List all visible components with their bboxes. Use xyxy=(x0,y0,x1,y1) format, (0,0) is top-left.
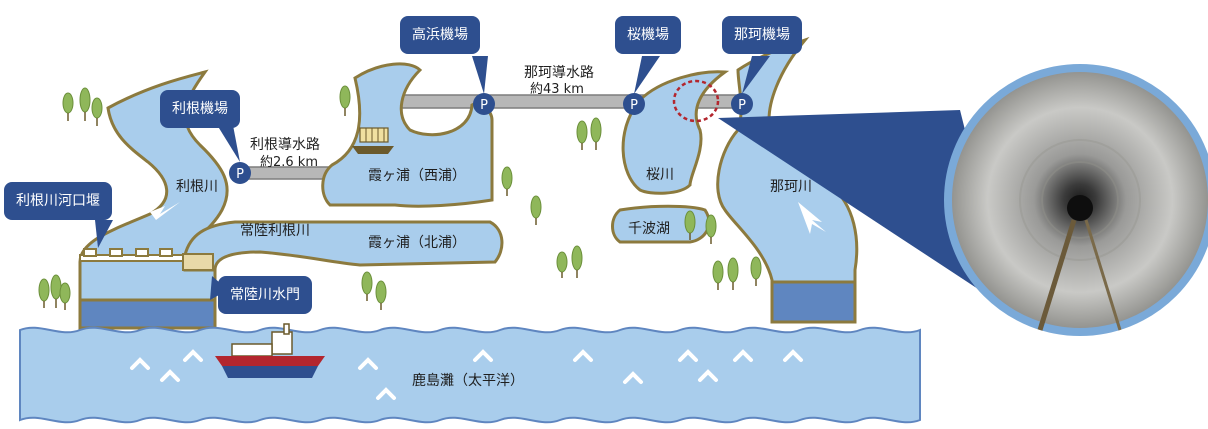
callout-takahama-pump: 高浜機場 xyxy=(400,16,480,54)
label-naka-canal: 那珂導水路 xyxy=(524,65,594,81)
tunnel-highlight-circle xyxy=(672,79,720,123)
label-sakura-river: 桜川 xyxy=(646,167,674,183)
ship-icon xyxy=(215,323,325,378)
callout-tails xyxy=(95,56,770,300)
label-hitachi-tone-river: 常陸利根川 xyxy=(240,223,310,239)
zoom-beam xyxy=(718,110,1010,310)
callout-sakura-pump: 桜機場 xyxy=(615,16,681,54)
label-tone-canal-length: 約2.6 km xyxy=(260,155,318,170)
label-kasumigaura-kitaura: 霞ヶ浦（北浦） xyxy=(368,235,466,251)
callout-hitachi-gate: 常陸川水門 xyxy=(218,276,312,314)
tone-estuary-weir xyxy=(79,248,214,271)
pump-label-naka: P xyxy=(738,98,746,113)
sailboat-icon xyxy=(352,127,394,154)
label-sea: 鹿島灘（太平洋） xyxy=(412,373,524,389)
pump-label-sakura: P xyxy=(630,98,638,113)
tunnel-photo xyxy=(944,64,1208,336)
label-tone-river: 利根川 xyxy=(176,179,218,195)
pump-station-icon xyxy=(229,93,753,184)
hitachi-tone-river xyxy=(183,220,504,272)
callout-naka-pump: 那珂機場 xyxy=(722,16,802,54)
label-naka-canal-length: 約43 km xyxy=(530,82,584,97)
pump-label-takahama: P xyxy=(480,98,488,113)
callout-tone-estuary-weir: 利根川河口堰 xyxy=(4,182,112,220)
tree-icon xyxy=(38,85,762,304)
label-naka-river: 那珂川 xyxy=(770,179,812,195)
callout-tone-pump: 利根機場 xyxy=(160,90,240,128)
label-tone-canal: 利根導水路 xyxy=(250,137,320,153)
tree-trunks xyxy=(43,108,757,310)
flow-arrow-icon xyxy=(150,202,826,234)
sakura-naka-rivers xyxy=(611,36,859,324)
label-kasumigaura-nishiura: 霞ヶ浦（西浦） xyxy=(368,168,466,184)
pump-label-tone: P xyxy=(236,167,244,182)
label-senba-lake: 千波湖 xyxy=(628,221,670,237)
